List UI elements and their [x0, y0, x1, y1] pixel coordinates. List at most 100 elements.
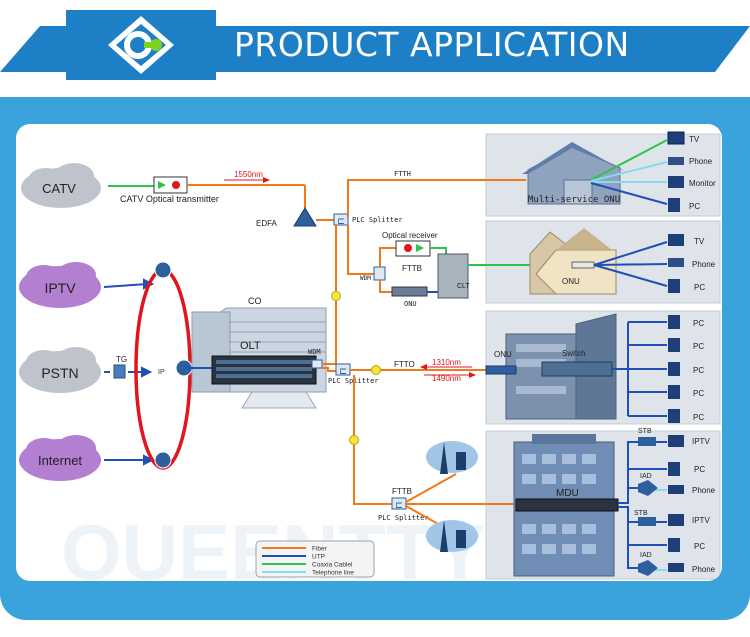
mdu-group1-links — [618, 441, 667, 504]
logo-diamond-inner — [116, 24, 166, 66]
fiber-trunk-down — [353, 375, 392, 505]
clt-icon — [437, 253, 469, 299]
tx-red-led — [172, 181, 180, 189]
logo-dot — [150, 39, 162, 51]
internet-label: Internet — [38, 453, 82, 468]
co-label: CO — [248, 296, 262, 306]
plc-splitter-top-label: PLC Splitter — [352, 216, 403, 224]
house-device-3: PC — [689, 202, 700, 211]
cottage-device-1: Phone — [692, 260, 716, 269]
wl-1490-arrowhead — [469, 372, 476, 378]
mdu-group1-stb-label: STB — [638, 428, 652, 435]
legend-label-0: Fiber — [312, 546, 328, 553]
co-building — [191, 307, 327, 409]
catv-label: CATV — [42, 181, 76, 196]
edfa-label: EDFA — [256, 219, 278, 228]
wl-1310-label: 1310nm — [432, 358, 461, 367]
house-device-2: Monitor — [689, 179, 716, 188]
tg-label: TG — [116, 355, 127, 364]
tower-cluster-top — [426, 441, 478, 474]
cottage-onu-label: ONU — [562, 277, 580, 286]
iptv-cloud: IPTV — [19, 262, 101, 308]
office-device-0: PC — [693, 319, 704, 328]
ip-label: IP — [158, 369, 165, 376]
internet-cloud: Internet — [19, 435, 101, 481]
legend-label-1: UTP — [312, 554, 325, 561]
fiber-to-receiver — [379, 247, 396, 267]
fttb-label-lower: FTTB — [392, 487, 412, 496]
wl-1490-label: 1490nm — [432, 374, 461, 383]
office-device-1: PC — [693, 342, 704, 351]
fttb-label-upper: FTTB — [402, 264, 422, 273]
connector-trunk — [331, 291, 341, 301]
optical-receiver-icon — [395, 240, 431, 257]
cottage-device-0: TV — [694, 237, 705, 246]
mdu-group1-iad-label: IAD — [640, 473, 652, 480]
wdm-small-label: WDM — [360, 275, 371, 282]
house-device-icons — [667, 131, 685, 212]
optical-transmitter-label: CATV Optical transmitter — [120, 194, 219, 204]
edfa-icon — [293, 207, 317, 227]
mdu-group2-device-1: PC — [694, 542, 705, 551]
cottage-links — [593, 241, 668, 287]
mdu-switch-icon — [515, 498, 619, 512]
wl-1550-arrowhead — [263, 177, 270, 183]
office-pc-icons — [668, 315, 680, 423]
rx-red-led — [404, 244, 412, 252]
coax-receiver-clt — [430, 247, 447, 256]
plc-splitter-bottom-glyph: ⊏ — [395, 500, 403, 510]
plc-splitter-top-glyph: ⊏ — [337, 216, 345, 226]
mdu-group1-iad-icon — [638, 480, 658, 496]
mdu-group2-device-2: Phone — [692, 565, 716, 574]
cottage-building — [529, 228, 617, 295]
wdm-olt-icon — [311, 359, 323, 369]
cottage-device-2: PC — [694, 283, 705, 292]
office-onu-label: ONU — [494, 350, 512, 359]
wl-1550-label: 1550nm — [234, 170, 263, 179]
pstn-label: PSTN — [41, 365, 78, 381]
office-switch-label: Switch — [562, 349, 586, 358]
mdu-group2-iad-label: IAD — [640, 552, 652, 559]
pstn-cloud: PSTN — [19, 347, 101, 393]
office-device-3: PC — [693, 389, 704, 398]
onu-fttb-label: ONU — [404, 300, 417, 308]
connector-trunk-down — [349, 435, 359, 445]
fiber-to-mdu-top — [405, 473, 457, 503]
uplink-arrows — [103, 278, 155, 466]
tg-device-icon — [113, 364, 126, 379]
plc-splitter-top-icon — [333, 213, 349, 226]
mdu-group1-device-2: Phone — [692, 486, 716, 495]
mdu-group2-stb-label: STB — [634, 510, 648, 517]
office-links — [612, 321, 667, 417]
brand-logo — [66, 10, 216, 80]
clt-label: CLT — [457, 283, 470, 290]
office-switch-icon — [541, 361, 613, 377]
connector-ftto — [371, 365, 381, 375]
office-device-2: PC — [693, 366, 704, 375]
network-diagram: OUEENTTY CATV IPTV PSTN Internet TG — [16, 124, 722, 581]
router-icons — [154, 261, 193, 469]
wdm-small-icon — [373, 266, 386, 281]
wdm-olt-label: WDM — [308, 348, 321, 356]
ftth-label: FTTH — [394, 170, 411, 178]
mdu-label: MDU — [556, 488, 579, 499]
iptv-label: IPTV — [44, 280, 76, 296]
mdu-group2-iad-icon — [638, 560, 658, 576]
logo-icon — [108, 16, 174, 74]
tx-green-led — [158, 181, 166, 189]
mdu-group2-device-0: IPTV — [692, 516, 710, 525]
fiber-fttb-upper — [347, 225, 374, 275]
ftto-label: FTTO — [394, 360, 415, 369]
mdu-group2-stb-icon — [638, 517, 656, 526]
house-onu-label: Multi-service ONU — [528, 195, 620, 205]
olt-label: OLT — [240, 340, 261, 352]
house-device-1: Phone — [689, 157, 713, 166]
office-onu-icon — [485, 365, 517, 375]
diagram-canvas: OUEENTTY CATV IPTV PSTN Internet TG — [19, 131, 721, 581]
rx-green-led — [416, 244, 424, 252]
office-device-4: PC — [693, 413, 704, 422]
mdu-group1-device-1: PC — [694, 465, 705, 474]
wl-1310-arrowhead — [420, 364, 427, 370]
